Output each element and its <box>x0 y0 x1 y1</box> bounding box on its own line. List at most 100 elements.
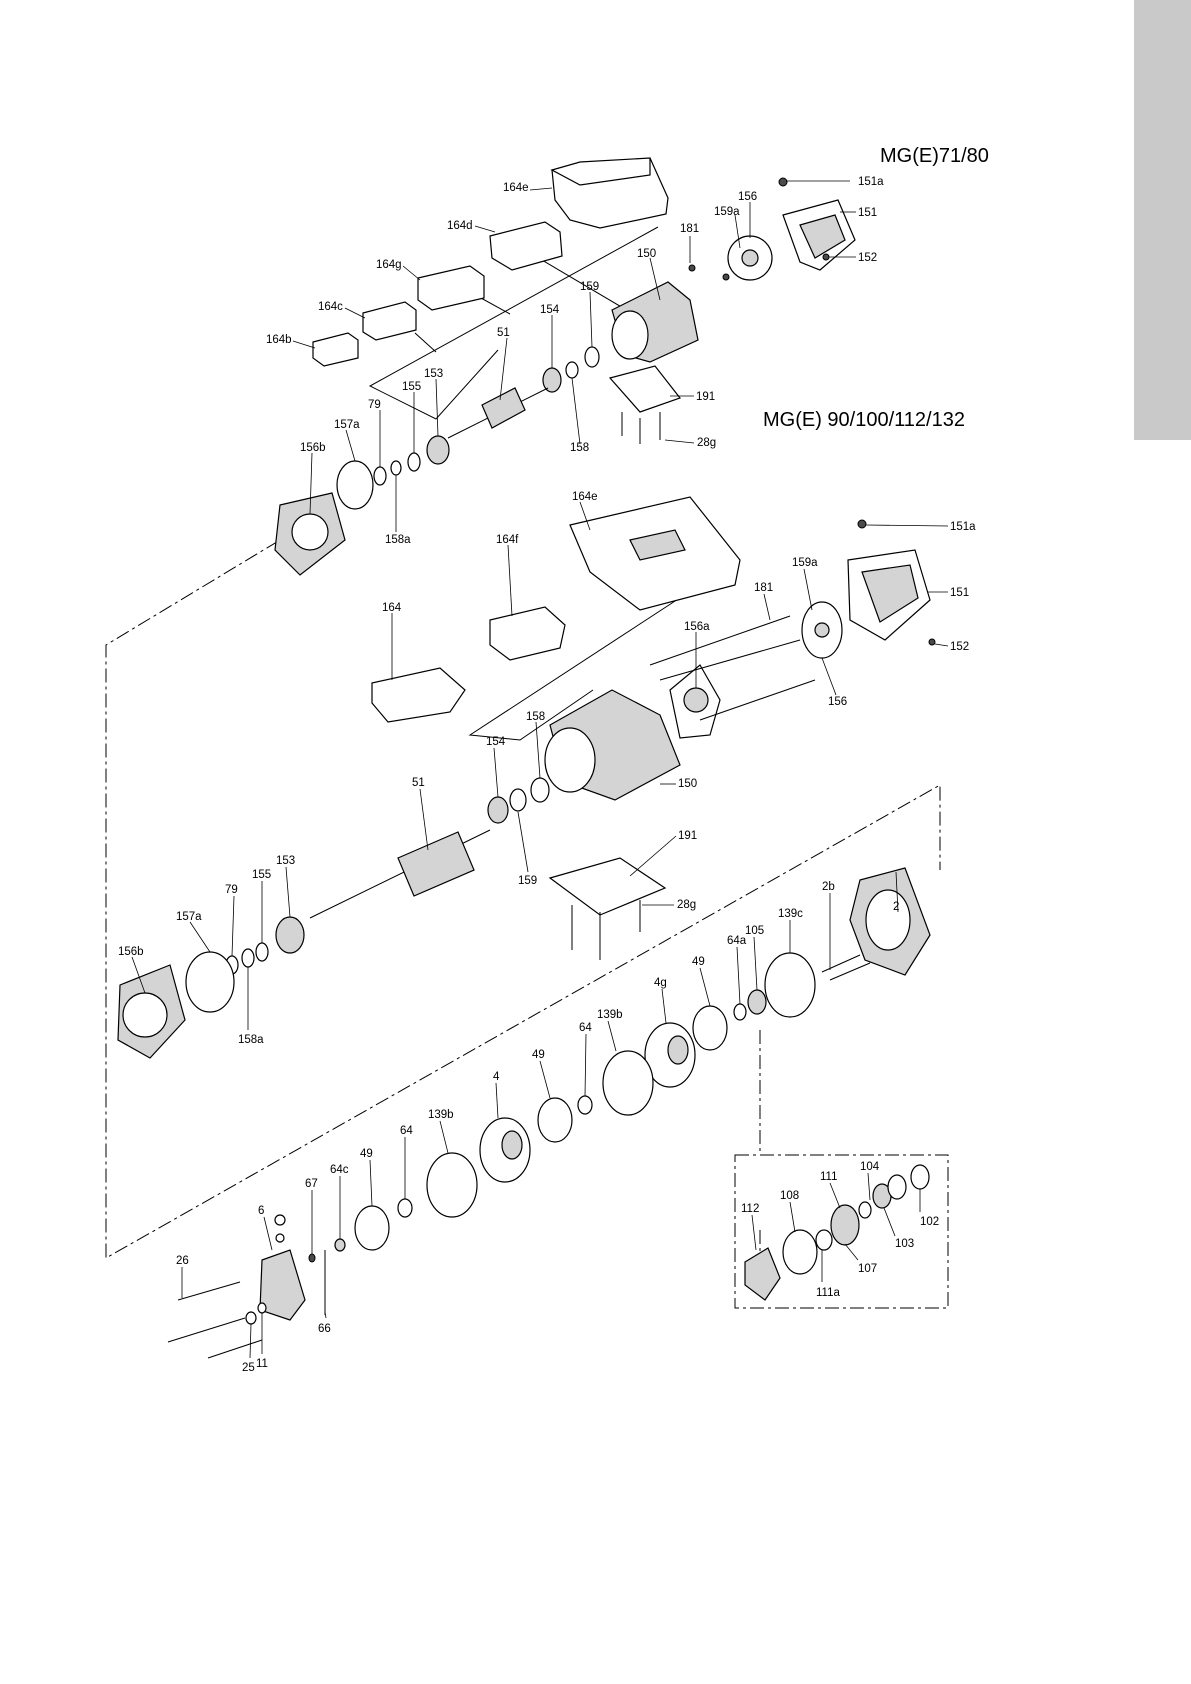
leader-line <box>867 1172 871 1201</box>
leader-line <box>571 377 581 445</box>
leader-line <box>789 1201 796 1233</box>
leader-line <box>895 871 899 913</box>
part-number-label: 154 <box>540 304 560 316</box>
part-number-label: 156 <box>738 191 757 203</box>
part-number-label: 26 <box>176 1255 189 1267</box>
part-number-label: 156b <box>300 442 326 454</box>
part-number-label: 164 <box>382 602 402 614</box>
part-number-label: 164f <box>496 534 519 546</box>
part-number-label: 2 <box>893 901 899 913</box>
leader-line <box>131 956 146 994</box>
part-number-label: 28g <box>677 899 696 911</box>
part-number-label: 150 <box>678 778 697 790</box>
part-number-label: 28g <box>697 437 716 449</box>
part-number-label: 153 <box>276 855 295 867</box>
side-tab <box>1134 0 1191 440</box>
part-number-label: 51 <box>412 777 425 789</box>
part-number-label: 49 <box>532 1049 545 1061</box>
part-number-label: 151a <box>950 521 976 533</box>
part-number-label: 64a <box>727 935 747 947</box>
leader-line <box>934 643 949 647</box>
part-number-label: 164e <box>503 182 529 194</box>
part-number-label: 49 <box>360 1148 373 1160</box>
part-number-label: 159 <box>518 875 537 887</box>
leader-line <box>292 340 316 349</box>
part-number-label: 157a <box>176 911 202 923</box>
shaft-seal-detail <box>734 1154 949 1309</box>
leader-line <box>664 439 695 444</box>
part-number-label: 139b <box>428 1109 454 1121</box>
part-number-label: 153 <box>424 368 443 380</box>
leader-line <box>324 1311 327 1319</box>
part-number-label: 181 <box>754 582 773 594</box>
part-number-label: 154 <box>486 736 506 748</box>
part-number-label: 11 <box>256 1358 268 1370</box>
leader-line <box>369 1159 373 1207</box>
part-number-label: 102 <box>920 1216 939 1228</box>
leader-line <box>734 214 741 249</box>
leader-line <box>263 1216 273 1251</box>
part-number-label: 191 <box>678 830 697 842</box>
part-number-label: 64 <box>579 1022 592 1034</box>
leader-line <box>584 1033 587 1097</box>
leader-line <box>419 788 429 851</box>
part-number-label: 181 <box>680 223 699 235</box>
leader-line <box>589 291 593 348</box>
leader-line <box>495 1082 499 1119</box>
leader-line <box>699 967 711 1007</box>
title-large-motor: MG(E) 90/100/112/132 <box>763 409 965 431</box>
leader-line <box>661 988 667 1024</box>
part-number-label: 111a <box>816 1287 840 1299</box>
leader-line <box>189 921 211 953</box>
part-number-label: 158a <box>238 1034 264 1046</box>
part-number-label: 79 <box>225 884 238 896</box>
part-number-label: 159a <box>714 206 740 218</box>
leader-line <box>517 811 529 873</box>
part-number-label: 158 <box>526 711 545 723</box>
leader-line <box>535 721 541 779</box>
part-number-label: 104 <box>860 1161 880 1173</box>
part-number-label: 139b <box>597 1009 623 1021</box>
part-number-label: 105 <box>745 925 764 937</box>
leader-line <box>309 452 313 515</box>
part-number-label: 79 <box>368 399 381 411</box>
part-number-label: 4 <box>493 1071 500 1083</box>
part-number-label: 64 <box>400 1125 413 1137</box>
part-number-label: 2b <box>822 881 835 893</box>
part-number-label: 156 <box>828 696 847 708</box>
leader-line <box>285 866 291 918</box>
leader-line <box>507 544 513 617</box>
leader-line <box>493 747 499 798</box>
leader-line <box>345 429 356 462</box>
part-number-label: 103 <box>895 1238 914 1250</box>
leader-line <box>753 936 758 991</box>
title-small-motor: MG(E)71/80 <box>880 145 989 167</box>
part-number-label: 164c <box>318 301 343 313</box>
part-number-label: 156a <box>684 621 710 633</box>
part-number-label: 159 <box>580 281 599 293</box>
part-number-label: 66 <box>318 1323 331 1335</box>
part-number-label: 111 <box>820 1171 837 1183</box>
part-number-label: 151 <box>950 587 969 599</box>
leader-line <box>539 1060 551 1099</box>
leader-line <box>649 257 661 301</box>
leader-line <box>883 1207 896 1237</box>
leader-line <box>844 1243 859 1261</box>
leader-line <box>763 593 771 621</box>
part-number-label: 164g <box>376 259 402 271</box>
part-number-label: 164b <box>266 334 292 346</box>
leader-line <box>803 568 813 611</box>
part-number-label: 151 <box>858 207 877 219</box>
leader-line <box>344 307 366 319</box>
part-number-label: 157a <box>334 419 360 431</box>
leader-line <box>751 1214 757 1251</box>
part-number-label: 107 <box>858 1263 877 1275</box>
part-number-label: 156b <box>118 946 144 958</box>
part-number-label: 150 <box>637 248 656 260</box>
leader-line <box>629 835 677 877</box>
large-motor-group <box>117 496 936 1059</box>
leader-line <box>474 225 496 233</box>
part-number-label: 155 <box>402 381 421 393</box>
part-number-label: 108 <box>780 1190 799 1202</box>
